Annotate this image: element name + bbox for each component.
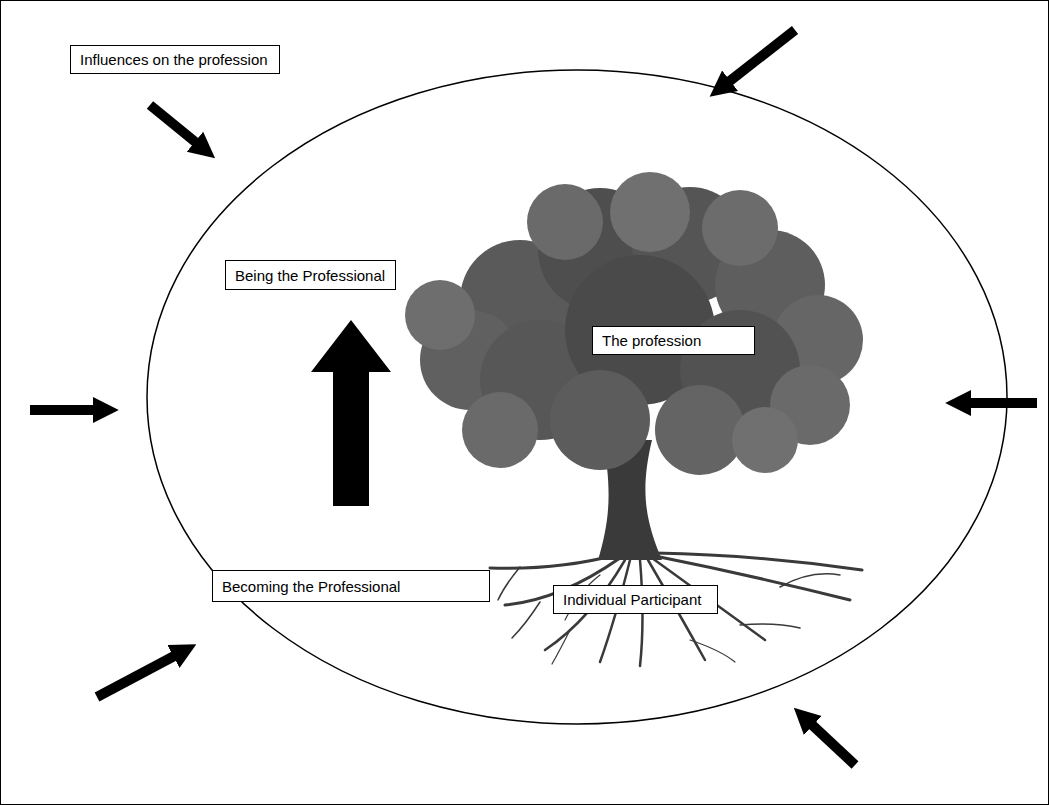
influence-arrow: [97, 654, 178, 697]
influence-arrow: [150, 105, 199, 145]
box-label: Influences on the profession: [80, 51, 268, 68]
stage-label-box: Being the Professional: [225, 260, 396, 290]
participant-label-box: Individual Participant: [553, 585, 718, 614]
boundary-ellipse: [147, 70, 1007, 724]
influence-arrows: [30, 30, 1037, 765]
stage-label-box: Becoming the Professional: [212, 570, 490, 602]
influence-arrow: [30, 405, 98, 415]
development-arrow: [311, 320, 391, 506]
box-label: Being the Professional: [235, 267, 385, 284]
profession-label-box: The profession: [592, 326, 755, 355]
influences-label-box: Influences on the profession: [70, 45, 280, 74]
tree-roots: [490, 553, 862, 666]
influence-arrow: [966, 398, 1037, 408]
box-label: Individual Participant: [563, 591, 701, 608]
box-label: The profession: [602, 332, 701, 349]
influence-arrow: [726, 30, 795, 84]
box-label: Becoming the Professional: [222, 578, 400, 595]
tree-canopy: [405, 172, 863, 475]
influence-arrow: [809, 722, 855, 765]
